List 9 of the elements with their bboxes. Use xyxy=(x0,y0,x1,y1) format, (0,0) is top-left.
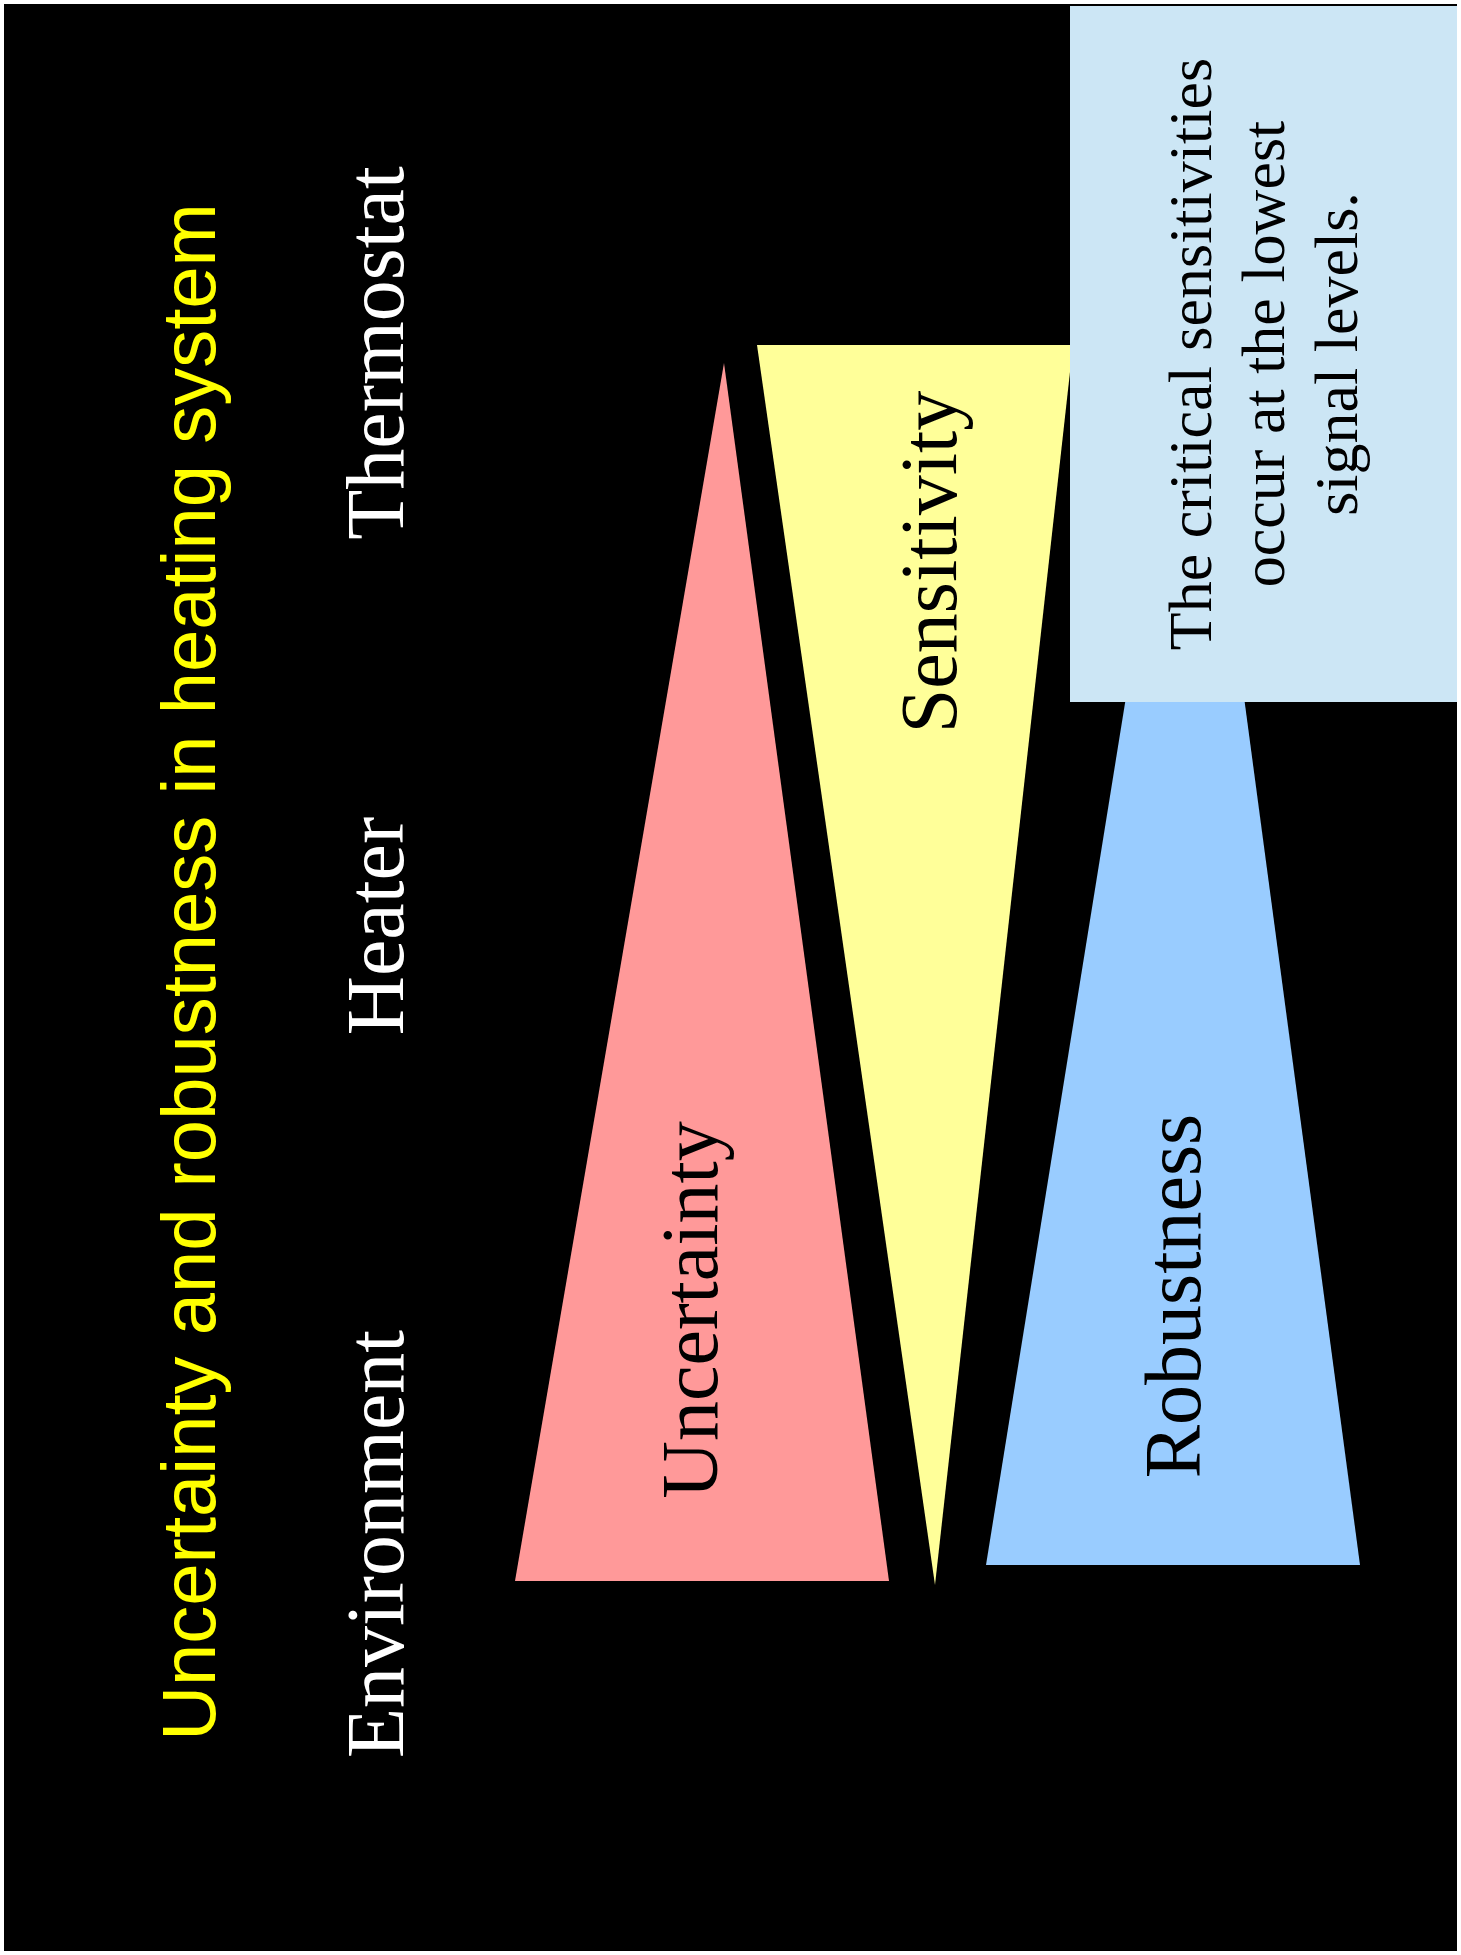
axis-label: Environment xyxy=(329,1329,422,1759)
note-box xyxy=(1070,6,1457,702)
axis-label: Thermostat xyxy=(329,166,422,540)
title: Uncertainty and robustness in heating system xyxy=(144,203,232,1741)
shape-label: Robustness xyxy=(1127,1113,1218,1479)
shape-label: Uncertainty xyxy=(644,1121,735,1499)
note-text: The critical sensitivities occur at the lowest signal levels. xyxy=(1154,56,1372,653)
axis-label: Heater xyxy=(329,816,422,1036)
shape-label: Sensitivity xyxy=(883,390,974,734)
